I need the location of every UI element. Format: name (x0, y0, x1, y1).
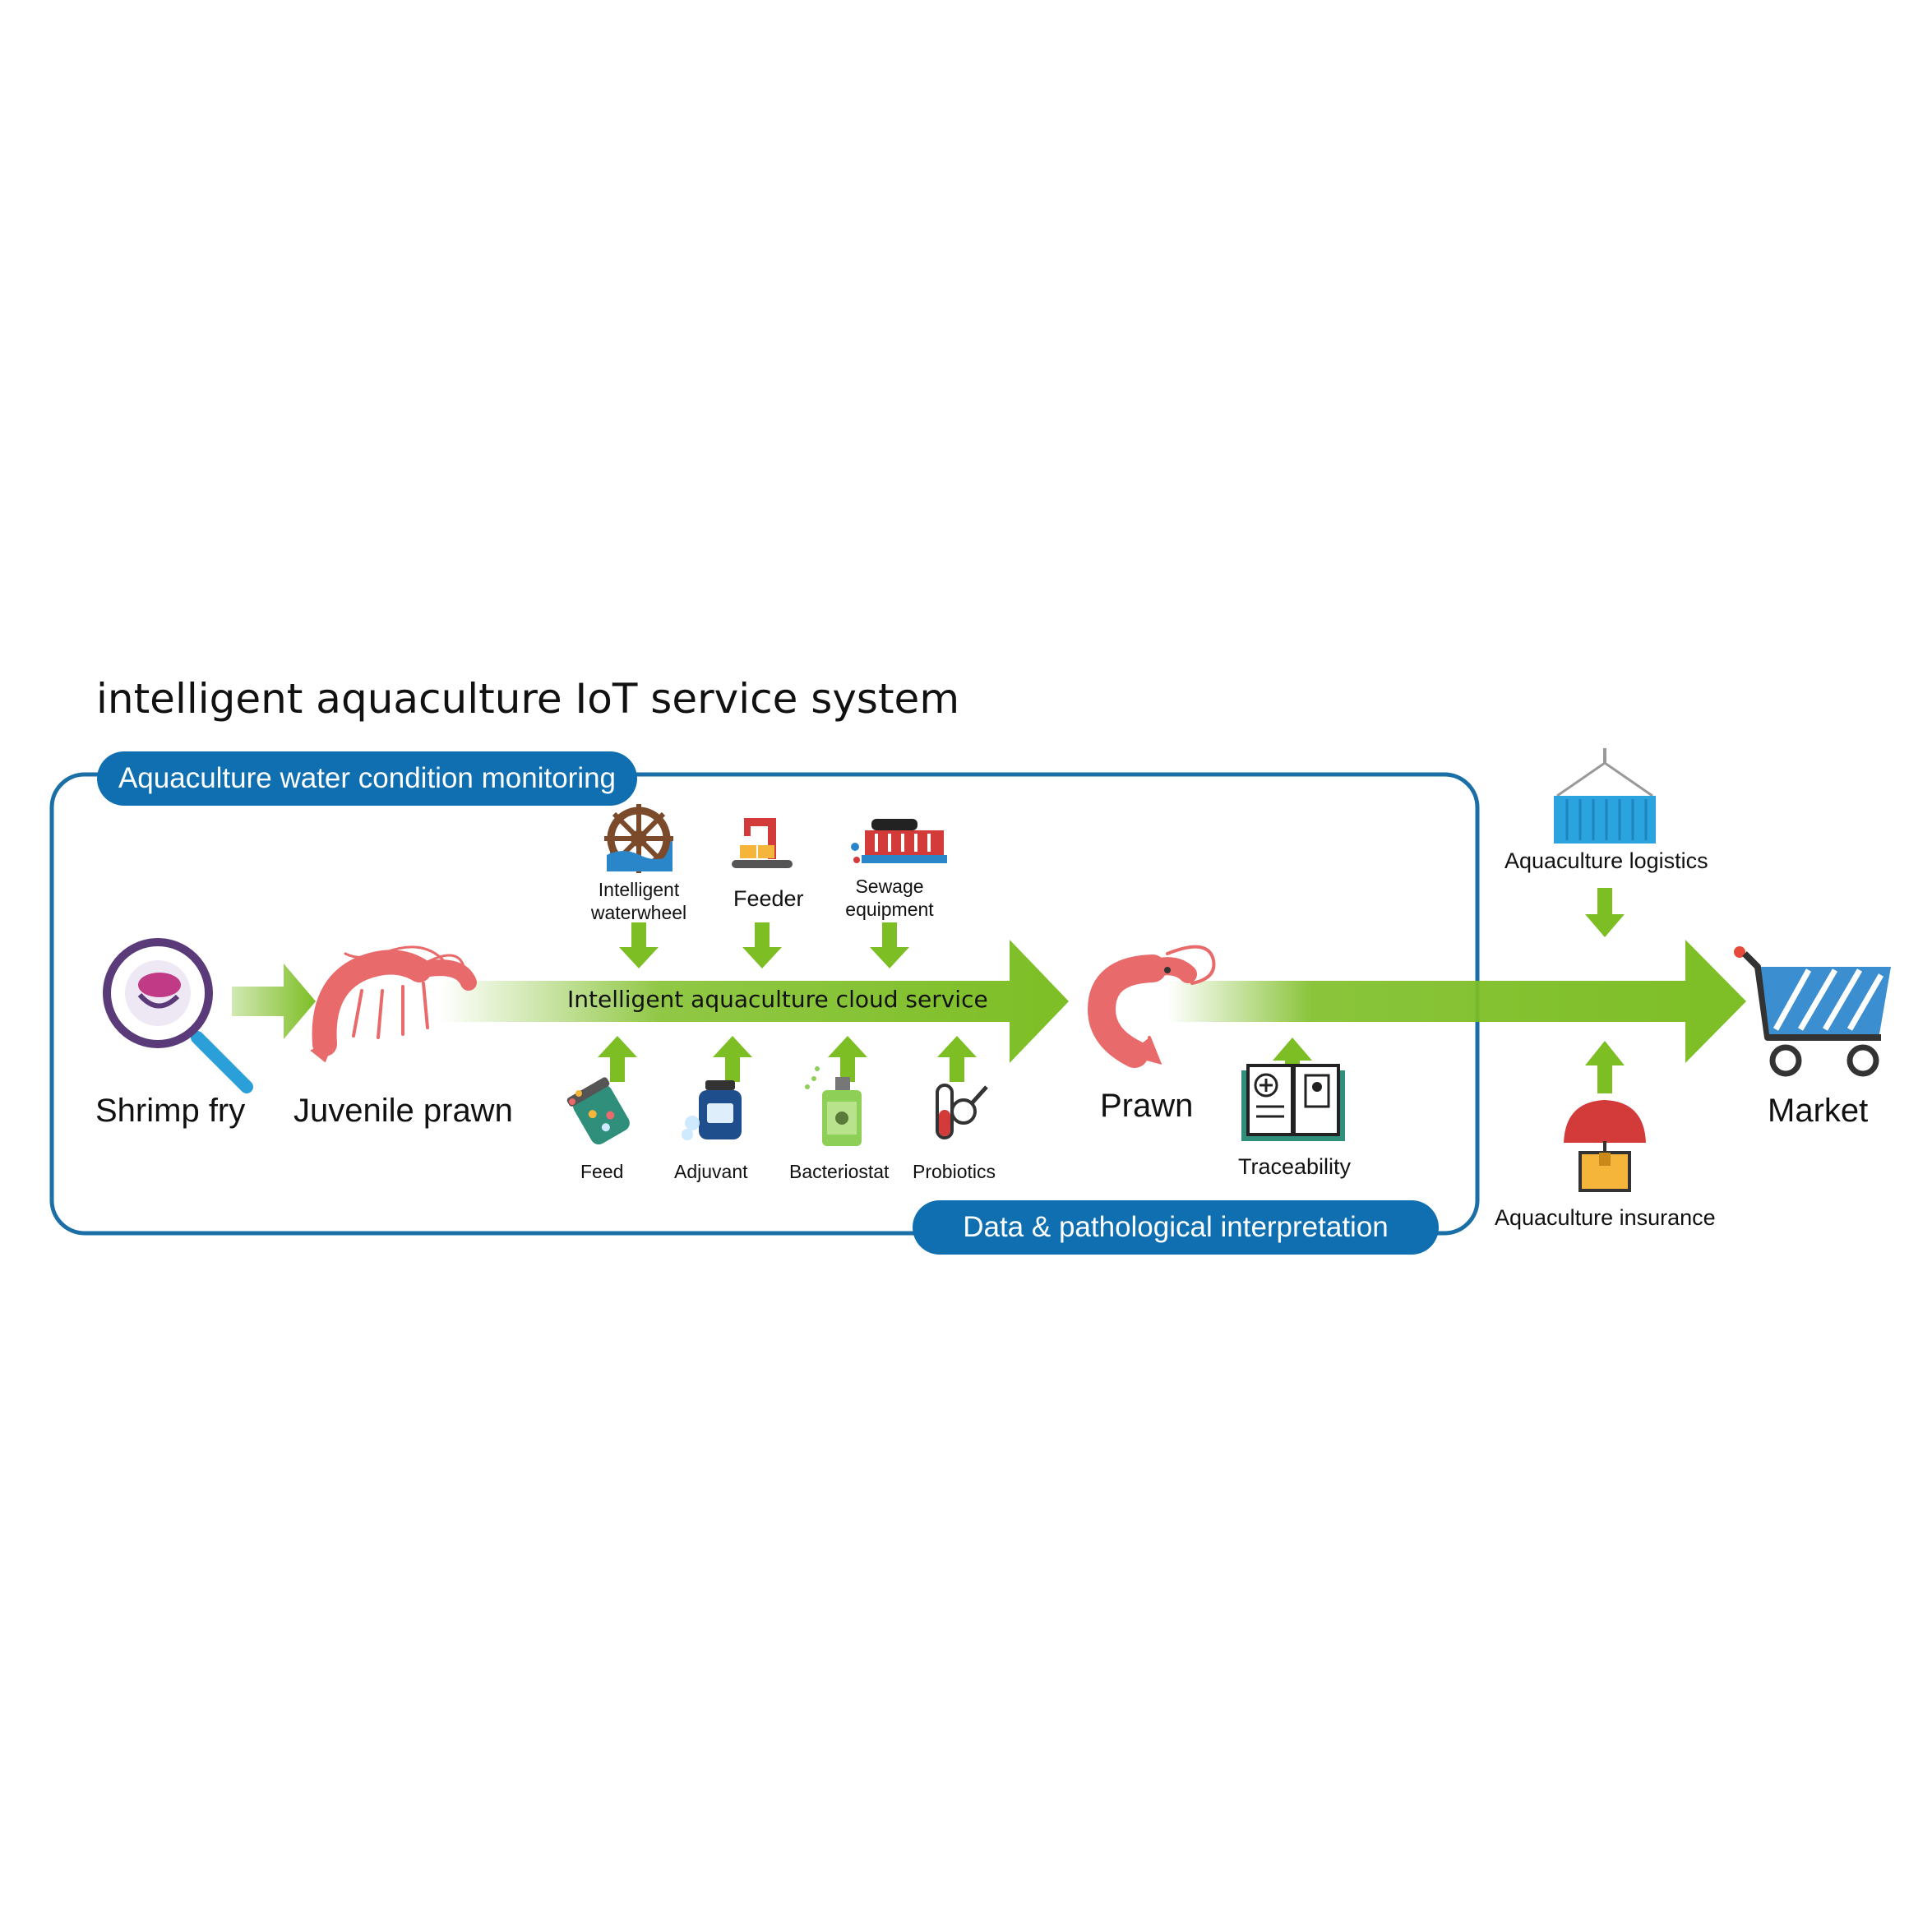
probiotics-label: Probiotics (913, 1161, 996, 1182)
shrimp-fry-label: Shrimp fry (95, 1093, 246, 1129)
juvenile-prawn-icon (310, 945, 477, 1063)
waterwheel-icon (604, 804, 673, 873)
down-arrow (619, 888, 1625, 968)
arrow-prawn-to-market (1167, 940, 1746, 1063)
market-label: Market (1768, 1093, 1869, 1129)
insurance-label: Aquaculture insurance (1495, 1205, 1716, 1230)
logistics-label: Aquaculture logistics (1504, 848, 1708, 873)
data-interpretation-pill: Data & pathological interpretation (913, 1200, 1439, 1255)
traceability-icon (1241, 1064, 1345, 1141)
data-interpretation-pill-label: Data & pathological interpretation (963, 1211, 1389, 1243)
feed-pellet (569, 1098, 575, 1105)
diagram-title: intelligent aquaculture IoT service syst… (96, 675, 960, 723)
logistics-container-icon (1554, 748, 1656, 844)
prawn-icon (1087, 945, 1216, 1068)
sewage-equipment-label: Sewage equipment (845, 876, 934, 920)
sewage-equipment-icon (851, 819, 947, 863)
market-cart-icon (1734, 946, 1891, 1077)
feed-pellet (575, 1090, 582, 1097)
juvenile-prawn-label: Juvenile prawn (293, 1093, 513, 1129)
arrow-fry-to-juvenile (232, 964, 316, 1039)
prawn-label: Prawn (1100, 1088, 1194, 1124)
insurance-umbrella-icon (1564, 1100, 1646, 1192)
feed-icon (566, 1077, 630, 1145)
adjuvant-icon (682, 1080, 742, 1140)
arrow-cloud-service (440, 940, 1069, 1063)
feed-label: Feed (580, 1161, 624, 1182)
probiotics-icon (936, 1084, 988, 1139)
traceability-label: Traceability (1238, 1154, 1352, 1179)
monitoring-pill: Aquaculture water condition monitoring (97, 751, 637, 806)
feeder-icon (732, 818, 793, 868)
cloud-service-label: Intelligent aquaculture cloud service (567, 986, 988, 1013)
waterwheel-label: Intelligent waterwheel (590, 879, 687, 923)
magnifier-shrimp-icon (103, 938, 253, 1093)
monitoring-pill-label: Aquaculture water condition monitoring (118, 762, 617, 794)
bacteriostat-label: Bacteriostat (789, 1161, 890, 1182)
feeder-label: Feeder (733, 886, 804, 911)
bacteriostat-icon (805, 1066, 862, 1146)
adjuvant-label: Adjuvant (674, 1161, 748, 1182)
